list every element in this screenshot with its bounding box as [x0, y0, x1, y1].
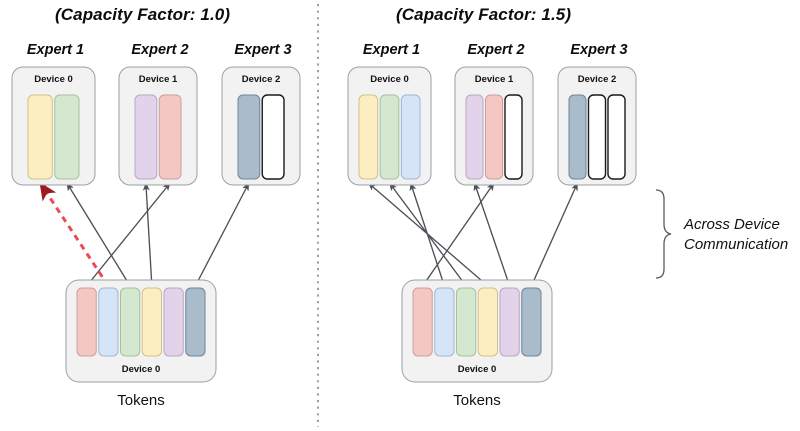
routing-arrow-left-4 [194, 182, 250, 287]
token-right-2[interactable] [456, 287, 477, 357]
tokens-device-label-left: Device 0 [121, 364, 161, 375]
expert-slot-right-2-0[interactable] [568, 94, 587, 180]
expert-slot-left-2-0[interactable] [237, 94, 261, 180]
expert-slot-right-1-2[interactable] [504, 94, 523, 180]
expert-title-left-1: Expert 2 [131, 42, 189, 58]
device-label-right-2: Device 2 [577, 74, 617, 85]
panel-title-left: (Capacity Factor: 1.0) [55, 5, 231, 24]
brace-label-line-2: Communication [684, 235, 789, 253]
brace-layer [655, 189, 672, 279]
expert-slot-right-0-2[interactable] [400, 94, 421, 180]
expert-slot-right-0-0[interactable] [358, 94, 379, 180]
token-left-5[interactable] [185, 287, 206, 357]
routing-arrow-right-3 [367, 182, 489, 287]
routing-arrow-left-2 [66, 182, 131, 287]
expert-title-left-2: Expert 3 [234, 42, 292, 58]
routing-arrow-right-0 [422, 182, 495, 287]
routing-arrow-left-3 [142, 182, 153, 287]
boxes-layer [11, 66, 637, 383]
expert-slot-right-1-0[interactable] [465, 94, 484, 180]
tokens-device-label-right: Device 0 [457, 364, 497, 375]
routing-arrow-left-0 [86, 182, 171, 287]
routing-arrow-right-5 [530, 182, 579, 287]
token-left-2[interactable] [120, 287, 141, 357]
expert-slot-left-2-1[interactable] [261, 94, 285, 180]
routing-arrow-right-4 [473, 182, 511, 287]
device-label-left-0: Device 0 [34, 74, 73, 85]
token-left-1[interactable] [98, 287, 119, 357]
token-right-1[interactable] [434, 287, 455, 357]
device-label-right-0: Device 0 [370, 74, 409, 85]
expert-title-right-1: Expert 2 [467, 42, 525, 58]
device-label-left-1: Device 1 [138, 74, 178, 85]
token-right-4[interactable] [499, 287, 520, 357]
expert-slot-left-1-1[interactable] [158, 94, 182, 180]
token-right-5[interactable] [521, 287, 542, 357]
expert-slot-left-1-0[interactable] [134, 94, 158, 180]
device-label-left-2: Device 2 [241, 74, 281, 85]
expert-slot-left-0-0[interactable] [27, 94, 53, 180]
token-left-4[interactable] [163, 287, 184, 357]
expert-slot-left-0-1[interactable] [54, 94, 80, 180]
expert-title-right-0: Expert 1 [362, 42, 421, 58]
token-left-0[interactable] [76, 287, 97, 357]
dropped-token-arrow-left-1 [38, 181, 110, 287]
expert-title-right-2: Expert 3 [570, 42, 628, 58]
device-label-right-1: Device 1 [474, 74, 514, 85]
expert-slot-right-2-1[interactable] [587, 94, 607, 180]
across-device-brace-icon [655, 189, 672, 279]
token-right-3[interactable] [477, 287, 498, 357]
expert-title-left-0: Expert 1 [26, 42, 85, 58]
expert-slot-right-1-1[interactable] [485, 94, 503, 180]
token-right-0[interactable] [412, 287, 433, 357]
brace-label-line-1: Across Device [684, 216, 780, 233]
expert-slot-right-2-2[interactable] [607, 94, 626, 180]
tokens-caption-left: Tokens [117, 392, 165, 409]
expert-slot-right-0-1[interactable] [379, 94, 400, 180]
token-left-3[interactable] [141, 287, 162, 357]
tokens-caption-right: Tokens [453, 392, 501, 409]
panel-title-right: (Capacity Factor: 1.5) [396, 5, 572, 24]
routing-arrows-layer [38, 181, 579, 287]
